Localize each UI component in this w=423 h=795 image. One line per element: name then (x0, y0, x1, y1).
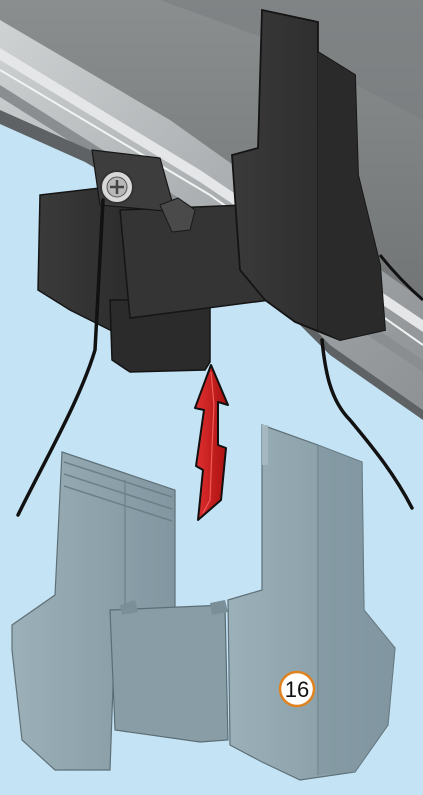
part-number-label: 16 (285, 677, 309, 702)
part-number-callout: 16 (280, 672, 314, 706)
screw-icon (101, 171, 133, 203)
